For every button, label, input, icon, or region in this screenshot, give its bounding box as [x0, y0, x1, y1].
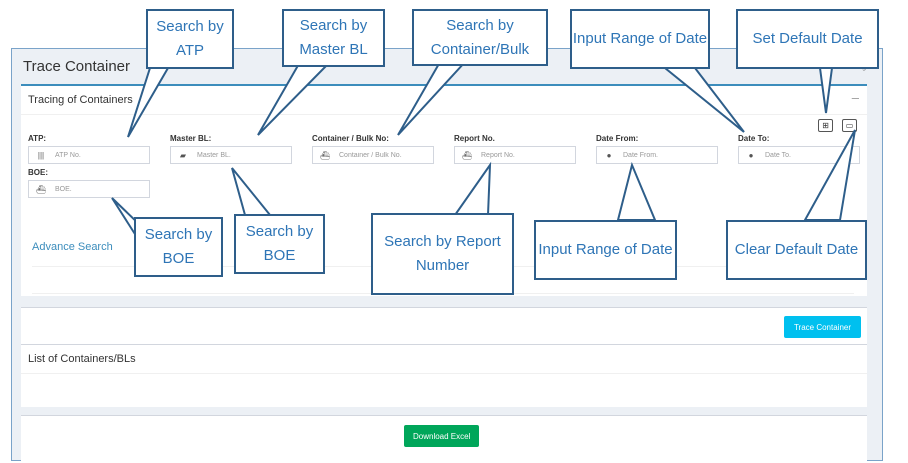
callout-boe-1: Search by BOE: [134, 217, 223, 277]
callout-boe-2: Search by BOE: [234, 214, 325, 274]
atp-field[interactable]: |||: [28, 146, 150, 164]
report-label: Report No.: [454, 134, 495, 143]
container-input[interactable]: [339, 148, 429, 162]
pin-icon: ●: [748, 150, 754, 160]
list-panel-title: List of Containers/BLs: [28, 353, 136, 365]
list-panel: List of Containers/BLs: [21, 344, 867, 407]
pointer-date-top: [662, 67, 745, 133]
ship-icon: ⛴: [461, 150, 473, 160]
download-excel-button[interactable]: Download Excel: [404, 425, 480, 447]
collapse-button[interactable]: –: [851, 90, 859, 105]
pointer-container: [397, 61, 468, 136]
page-title: Trace Container: [23, 58, 130, 75]
pointer-report: [453, 161, 492, 216]
date-from-label: Date From:: [596, 134, 639, 143]
date-to-label: Date To:: [738, 134, 770, 143]
date-from-field[interactable]: ●: [596, 146, 718, 164]
ship-icon: ⛴: [35, 184, 47, 194]
master-bl-input[interactable]: [197, 148, 287, 162]
master-bl-label: Master BL:: [170, 134, 212, 143]
pointer-master-bl: [257, 61, 333, 136]
trace-panel: Trace Container: [21, 307, 867, 344]
callout-container: Search by Container/Bulk: [412, 9, 548, 66]
barcode-icon: |||: [37, 150, 45, 160]
folder-open-icon: ▰: [179, 150, 187, 160]
callout-set-default: Set Default Date: [736, 9, 879, 69]
trace-container-button[interactable]: Trace Container: [783, 316, 861, 338]
pointer-clear-default: [803, 129, 856, 221]
container-field[interactable]: ⛴: [312, 146, 434, 164]
boe-field[interactable]: ⛴: [28, 180, 150, 198]
date-to-field[interactable]: ●: [738, 146, 860, 164]
atp-label: ATP:: [28, 134, 47, 143]
date-from-input[interactable]: [623, 148, 713, 162]
callout-master-bl: Search by Master BL: [282, 9, 385, 67]
report-input[interactable]: [481, 148, 571, 162]
pointer-boe-2: [231, 167, 273, 216]
pin-icon: ●: [606, 150, 612, 160]
ship-icon: ⛴: [319, 150, 331, 160]
boe-input[interactable]: [55, 182, 145, 196]
clear-default-date-button[interactable]: ▭: [842, 119, 857, 132]
callout-report: Search by Report Number: [371, 213, 514, 295]
download-panel: Download Excel: [21, 415, 867, 463]
container-label: Container / Bulk No:: [312, 134, 389, 143]
callout-clear-default: Clear Default Date: [726, 220, 867, 280]
pointer-atp: [127, 67, 170, 138]
boe-label: BOE:: [28, 168, 48, 177]
callout-date-range-bottom: Input Range of Date: [534, 220, 677, 280]
set-default-date-button[interactable]: ⊞: [818, 119, 833, 132]
advanced-search-link[interactable]: Advance Search: [32, 241, 113, 253]
pointer-set-default: [818, 67, 834, 114]
atp-input[interactable]: [55, 148, 145, 162]
pointer-date-bottom: [616, 161, 657, 221]
date-to-input[interactable]: [765, 148, 855, 162]
report-field[interactable]: ⛴: [454, 146, 576, 164]
master-bl-field[interactable]: ▰: [170, 146, 292, 164]
callout-date-range-top: Input Range of Date: [570, 9, 710, 69]
callout-atp: Search by ATP: [146, 9, 234, 69]
tracing-panel-title: Tracing of Containers: [28, 94, 133, 106]
